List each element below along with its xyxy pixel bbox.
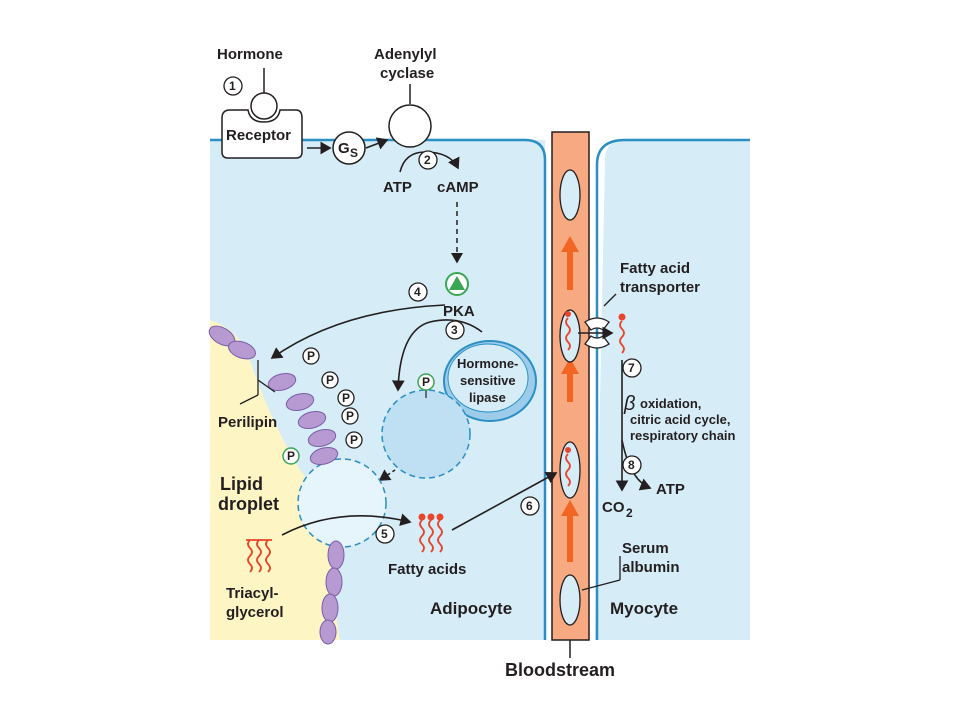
triacylglycerol-molecule xyxy=(246,539,272,573)
label-atp-bottom: ATP xyxy=(656,481,685,498)
perilipin-phospho-group xyxy=(282,347,363,465)
label-transporter-2: transporter xyxy=(620,279,700,296)
arrow-tag-fatty-acids xyxy=(281,513,412,536)
label-camp: cAMP xyxy=(437,179,479,196)
perilipin-chain xyxy=(208,325,345,645)
myocyte-membrane xyxy=(595,138,750,640)
label-bloodstream: Bloodstream xyxy=(505,660,615,680)
arrow-fa-blood xyxy=(451,472,558,531)
fatty-acids-group xyxy=(418,513,444,553)
step-markers xyxy=(223,76,642,544)
svg-text:P: P xyxy=(307,349,315,363)
svg-text:P: P xyxy=(287,449,295,463)
svg-text:3: 3 xyxy=(451,323,458,337)
label-lipid-2: droplet xyxy=(218,494,279,514)
gs-protein xyxy=(332,131,366,165)
svg-text:8: 8 xyxy=(628,458,635,472)
svg-text:P: P xyxy=(422,375,430,389)
label-gs-sub: S xyxy=(350,146,358,160)
lipid-droplet xyxy=(210,320,340,640)
svg-text:5: 5 xyxy=(381,527,388,541)
label-triacyl-1: Triacyl- xyxy=(226,585,279,602)
label-adenylyl-1: Adenylyl xyxy=(374,46,437,63)
svg-text:1: 1 xyxy=(229,79,236,93)
hsl-phospho-icon xyxy=(417,373,435,391)
label-receptor: Receptor xyxy=(226,127,291,144)
label-oxidation-3: respiratory chain xyxy=(630,428,736,443)
svg-text:P: P xyxy=(346,409,354,423)
svg-text:4: 4 xyxy=(414,285,421,299)
step-numbers: 1 2 3 4 5 6 7 8 xyxy=(229,79,635,541)
adipocyte-membrane xyxy=(210,138,547,640)
svg-text:2: 2 xyxy=(424,153,431,167)
label-fatty-acids: Fatty acids xyxy=(388,561,466,578)
droplet-active-site xyxy=(297,458,387,548)
myocyte-fatty-acid xyxy=(618,313,626,354)
blood-flow-arrows xyxy=(561,236,579,562)
label-triacyl-2: glycerol xyxy=(226,604,284,621)
hsl-activated-dashed xyxy=(381,389,471,479)
label-myocyte: Myocyte xyxy=(610,599,678,618)
label-oxidation-2: citric acid cycle, xyxy=(630,412,730,427)
transporter-pointer xyxy=(603,293,617,307)
label-hsl-2: sensitive xyxy=(460,373,516,388)
albumin-bound-fatty-acids xyxy=(565,311,571,487)
arrow-pka-hsl xyxy=(391,319,483,392)
myocyte-cell xyxy=(595,140,750,640)
label-co2: CO xyxy=(602,499,625,516)
adenylyl-cyclase xyxy=(388,104,432,148)
svg-text:6: 6 xyxy=(526,499,533,513)
label-lipid-1: Lipid xyxy=(220,474,263,494)
label-perilipin: Perilipin xyxy=(218,414,277,431)
label-hormone: Hormone xyxy=(217,46,283,63)
svg-text:P: P xyxy=(350,433,358,447)
label-gs: G xyxy=(338,140,350,157)
label-atp-top: ATP xyxy=(383,179,412,196)
pka-triangle-icon xyxy=(449,276,465,290)
label-adenylyl-2: cyclase xyxy=(380,65,434,82)
perilipin-pointer xyxy=(239,360,276,405)
label-co2-sub: 2 xyxy=(626,506,633,520)
albumin-pointer-2 xyxy=(581,579,621,591)
svg-text:P: P xyxy=(326,373,334,387)
svg-text:7: 7 xyxy=(628,361,635,375)
receptor-shape xyxy=(221,109,303,159)
label-hsl-3: lipase xyxy=(469,390,506,405)
phospho-labels: P P P P P P P xyxy=(287,349,430,463)
label-oxidation-1: oxidation, xyxy=(640,396,701,411)
label-serum-2: albumin xyxy=(622,559,680,576)
svg-text:P: P xyxy=(342,391,350,405)
albumin-ovals xyxy=(559,169,581,626)
arrow-gs-cyclase xyxy=(365,137,389,150)
label-hsl-1: Hormone- xyxy=(457,356,518,371)
label-beta: β xyxy=(623,393,635,415)
label-serum-1: Serum xyxy=(622,540,669,557)
hormone-molecule xyxy=(250,92,278,120)
label-adipocyte: Adipocyte xyxy=(430,599,512,618)
label-pka: PKA xyxy=(443,303,475,320)
label-transporter-1: Fatty acid xyxy=(620,260,690,277)
arrow-pka-perilipin xyxy=(270,304,446,359)
